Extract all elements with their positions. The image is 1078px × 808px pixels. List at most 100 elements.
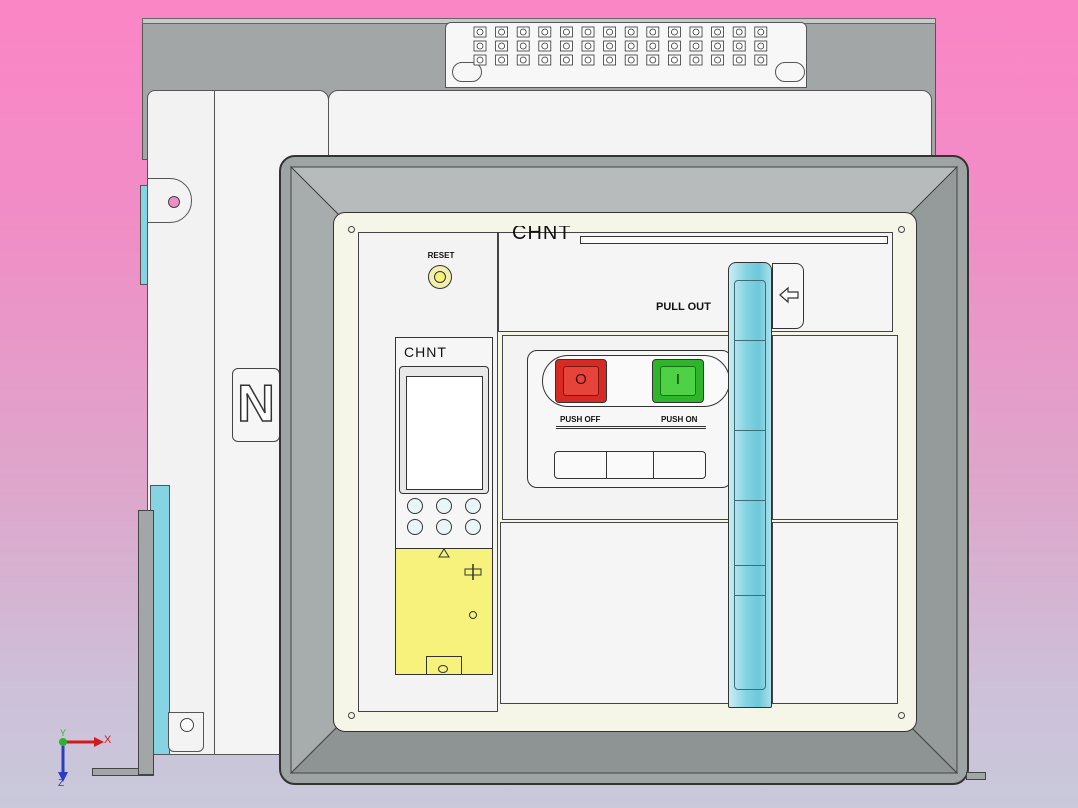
trip-key-6[interactable]: [465, 519, 481, 535]
control-panel-top: [498, 232, 893, 332]
terminal-screw: [692, 42, 700, 50]
push-off-label: PUSH OFF: [560, 415, 601, 424]
status-window-divider-1: [606, 452, 607, 478]
trip-unit-display: [406, 376, 483, 490]
terminal-screw: [584, 42, 592, 50]
charging-handle-grip: [734, 280, 766, 690]
trip-key-3[interactable]: [465, 498, 481, 514]
arrow-left-icon: [779, 286, 799, 304]
terminal-screw: [692, 56, 700, 64]
terminal-screw: [563, 42, 570, 50]
pull-out-label: PULL OUT: [656, 301, 711, 313]
neutral-label: N: [236, 374, 275, 434]
panel-screw-br: [898, 712, 905, 719]
panel-screw-bl: [348, 712, 355, 719]
latch-hole: [438, 665, 448, 673]
axis-triad: [58, 737, 104, 782]
brand-top-label: CHNT: [512, 226, 572, 244]
blue-strip-left: [140, 185, 148, 285]
test-socket-icon[interactable]: [463, 563, 483, 581]
terminal-screw: [498, 42, 506, 50]
push-on-label: PUSH ON: [661, 415, 698, 424]
terminal-screw: [627, 42, 635, 50]
on-symbol: I: [675, 371, 681, 388]
off-symbol: O: [575, 371, 587, 388]
terminal-screw: [498, 28, 506, 36]
brand-bar: [580, 236, 888, 244]
terminal-screw: [584, 56, 592, 64]
handle-seg-1: [734, 340, 766, 341]
label-underline: [556, 426, 706, 429]
bracket-hole: [168, 196, 180, 208]
terminal-screw: [649, 28, 657, 36]
terminal-screw: [714, 28, 722, 36]
panel-screw-tr: [898, 226, 905, 233]
terminal-screws: [473, 26, 768, 66]
terminal-screw: [649, 42, 657, 50]
right-panel-upper: [772, 335, 898, 520]
trip-key-4[interactable]: [407, 519, 423, 535]
reset-knob-inner: [434, 271, 446, 283]
terminal-screw: [757, 42, 765, 50]
trip-key-1[interactable]: [407, 498, 423, 514]
terminal-screw: [627, 28, 635, 36]
terminal-screw: [670, 56, 678, 64]
terminal-screw: [757, 56, 765, 64]
terminal-screw: [714, 56, 722, 64]
fixing-hole: [180, 718, 194, 732]
terminal-screw: [563, 28, 570, 36]
terminal-screw: [519, 56, 527, 64]
axis-x-label: X: [104, 734, 112, 746]
terminal-screw: [476, 56, 484, 64]
trip-key-5[interactable]: [436, 519, 452, 535]
terminal-block-ear-right: [775, 62, 805, 82]
handle-seg-5: [734, 595, 766, 596]
axis-z-label: Z: [58, 778, 65, 789]
terminal-screw: [735, 56, 743, 64]
terminal-block-ear-left: [452, 62, 482, 82]
push-on-button-face: [660, 366, 696, 396]
charging-handle[interactable]: [728, 262, 772, 708]
terminal-screw: [670, 42, 678, 50]
status-window: [554, 451, 706, 479]
trip-key-2[interactable]: [436, 498, 452, 514]
terminal-screw: [757, 28, 765, 36]
terminal-screw: [627, 56, 635, 64]
terminal-screw: [519, 42, 527, 50]
triangle-marker-icon: [438, 548, 450, 558]
terminal-screw: [498, 56, 506, 64]
terminal-screw: [541, 56, 549, 64]
reset-label: RESET: [427, 251, 455, 260]
handle-seg-3: [734, 500, 766, 501]
terminal-screw: [519, 28, 527, 36]
terminal-screw: [563, 56, 570, 64]
terminal-screw: [606, 42, 614, 50]
frame-foot-right: [966, 772, 986, 780]
terminal-screw: [606, 28, 614, 36]
handle-seg-2: [734, 430, 766, 431]
trip-unit-brand: CHNT: [404, 344, 447, 360]
terminal-screw: [692, 28, 700, 36]
handle-seg-4: [734, 565, 766, 566]
panel-screw-tl: [348, 226, 355, 233]
terminal-screw: [606, 56, 614, 64]
led-indicator: [469, 611, 477, 619]
terminal-screw: [541, 42, 549, 50]
trip-unit-latch: [426, 656, 462, 674]
terminal-screw: [714, 42, 722, 50]
terminal-screw: [735, 28, 743, 36]
terminal-screw: [735, 42, 743, 50]
terminal-screw: [649, 56, 657, 64]
push-off-button-face: [563, 366, 599, 396]
terminal-screw: [476, 28, 484, 36]
lower-panel-left: [500, 522, 732, 704]
axis-y-label: Y: [60, 728, 67, 738]
terminal-screw: [584, 28, 592, 36]
bottom-post: [138, 510, 154, 775]
top-cover: [328, 90, 932, 160]
terminal-screw: [476, 42, 484, 50]
terminal-screw: [541, 28, 549, 36]
status-window-divider-2: [653, 452, 654, 478]
right-panel-lower: [772, 522, 898, 704]
terminal-screw: [670, 28, 678, 36]
